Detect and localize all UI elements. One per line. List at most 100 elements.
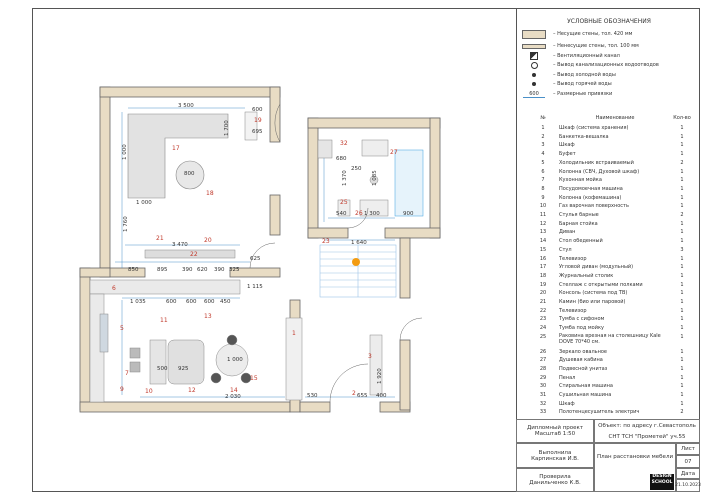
row-number: 20 — [539, 290, 547, 297]
kitchen-furniture — [89, 279, 383, 403]
svg-text:1 085: 1 085 — [372, 170, 378, 186]
svg-text:1 000: 1 000 — [227, 357, 243, 363]
legend-text: – Вентиляционный канал — [553, 53, 620, 59]
row-name: Газ варочная поверхность — [559, 203, 629, 210]
row-qty: 1 — [680, 348, 684, 355]
svg-text:20: 20 — [204, 237, 212, 244]
row-number: 15 — [539, 246, 547, 253]
dim-line-icon — [523, 96, 545, 98]
svg-text:25: 25 — [340, 199, 348, 206]
svg-text:19: 19 — [254, 117, 262, 124]
row-qty: 1 — [680, 272, 684, 279]
row-number: 26 — [539, 348, 547, 355]
legend-text: – Вывод канализационных водоотводов — [553, 62, 659, 68]
svg-text:32: 32 — [340, 140, 348, 147]
svg-text:1 115: 1 115 — [247, 284, 263, 290]
wc-furniture — [317, 139, 424, 217]
row-name: Журнальный столик — [559, 272, 614, 279]
header-name: Наименование — [595, 115, 635, 121]
date-label: Дата — [680, 470, 696, 477]
svg-text:1 000: 1 000 — [122, 144, 128, 160]
performed-name: Карпинская И.В. — [531, 455, 579, 462]
row-number: 3 — [541, 142, 545, 149]
tb-project: Дипломный проект Масштаб 1:50 — [516, 419, 594, 443]
row-qty: 3 — [680, 246, 684, 253]
row-number: 30 — [539, 383, 547, 390]
sheet-num: 07 — [684, 458, 692, 465]
row-number: 8 — [541, 185, 545, 192]
cold-water-icon — [532, 73, 536, 77]
row-name: Угловой диван (модульный) — [559, 264, 634, 271]
svg-text:600: 600 — [186, 299, 197, 305]
svg-text:2 030: 2 030 — [225, 394, 241, 400]
project-label: Дипломный проект — [526, 425, 584, 431]
svg-text:1 035: 1 035 — [130, 299, 146, 305]
svg-text:13: 13 — [204, 313, 212, 320]
svg-text:400: 400 — [376, 393, 387, 399]
row-number: 1 — [541, 125, 545, 131]
row-number: 4 — [541, 151, 545, 158]
row-qty: 1 — [680, 316, 684, 323]
legend-text: – Несущие стены, тол. 420 мм — [553, 31, 633, 37]
svg-text:1 300: 1 300 — [364, 211, 380, 217]
legend-item-hot: – Вывод горячей воды — [521, 80, 612, 88]
tb-performed: Выполнила Карпинская И.В. — [516, 443, 594, 468]
row-qty: 1 — [680, 238, 684, 245]
row-name: Буфет — [559, 151, 576, 158]
svg-text:27: 27 — [390, 149, 398, 156]
svg-text:12: 12 — [188, 387, 196, 394]
row-number: 25 — [539, 333, 547, 340]
row-number: 21 — [539, 299, 547, 305]
drawing-frame — [32, 8, 700, 492]
living-furniture — [127, 111, 258, 259]
row-name: Колонна (кофемашина) — [559, 194, 622, 201]
row-number: 19 — [539, 281, 547, 288]
scale-label: Масштаб 1:50 — [534, 431, 576, 437]
row-qty: 1 — [680, 365, 684, 372]
legend-item-dim: 600 – Размерные привязки — [521, 90, 612, 98]
svg-text:3 500: 3 500 — [178, 103, 194, 109]
svg-text:1 760: 1 760 — [123, 216, 129, 232]
svg-text:18: 18 — [206, 190, 214, 197]
svg-text:3: 3 — [368, 353, 372, 360]
svg-text:540: 540 — [336, 211, 347, 217]
row-number: 10 — [539, 203, 547, 210]
row-name: Стулья барные — [559, 212, 599, 218]
svg-text:2: 2 — [352, 390, 356, 397]
row-qty: 1 — [680, 281, 684, 288]
date-value: 21.10.2023 — [675, 483, 701, 488]
row-number: 14 — [539, 238, 547, 245]
row-qty: 1 — [680, 168, 684, 175]
svg-text:11: 11 — [160, 317, 168, 324]
row-number: 9 — [541, 194, 545, 201]
row-qty: 1 — [680, 392, 684, 398]
legend-item-vent: – Вентиляционный канал — [521, 52, 620, 60]
row-name: Шкаф (система хранения) — [559, 125, 629, 131]
row-number: 5 — [541, 159, 545, 166]
row-name: Душевая кабина — [559, 357, 603, 364]
svg-text:600: 600 — [252, 107, 263, 113]
row-name: Стеллаж с открытыми полками — [559, 281, 643, 288]
row-qty: 1 — [680, 194, 684, 201]
svg-text:23: 23 — [322, 238, 330, 245]
row-number: 7 — [541, 177, 545, 184]
row-number: 24 — [539, 325, 547, 332]
row-qty: 1 — [680, 229, 684, 236]
svg-text:1: 1 — [292, 330, 296, 337]
row-name: Консоль (система под ТВ) — [559, 290, 628, 297]
row-qty: 1 — [680, 142, 684, 149]
